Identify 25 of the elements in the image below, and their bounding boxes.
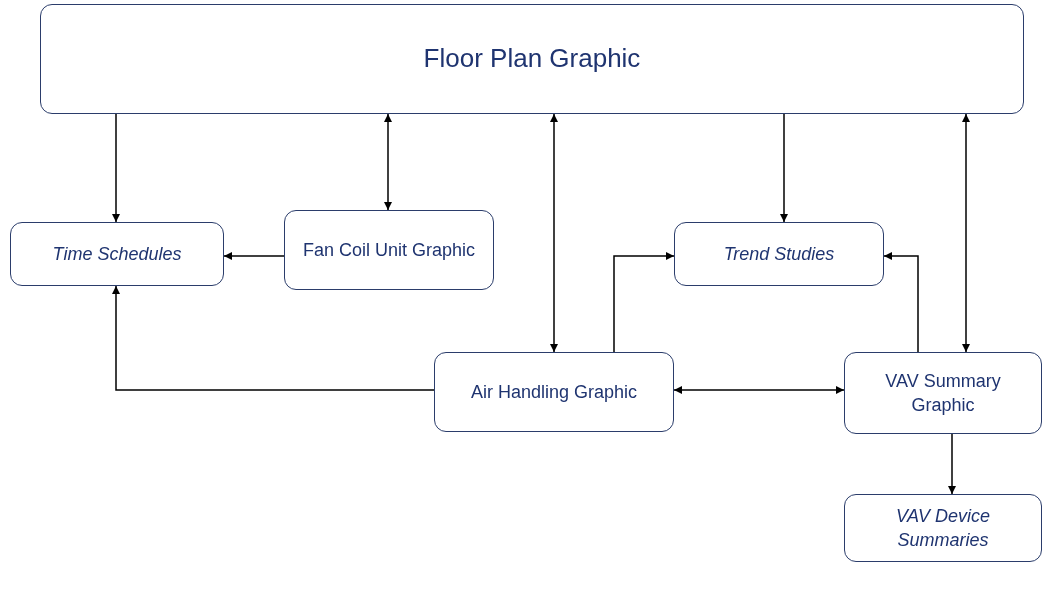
process-box — [284, 210, 494, 290]
process-box — [844, 352, 1042, 434]
arrow — [384, 113, 392, 211]
arrow — [613, 252, 675, 353]
arrow — [883, 252, 919, 353]
header-box — [40, 4, 1024, 114]
node-label: Air Handling Graphic — [470, 380, 638, 404]
arrow — [112, 285, 435, 391]
node-label: VAV Summary Graphic — [884, 369, 1002, 417]
node-label: VAV Device Summaries — [894, 504, 992, 552]
node-label: Floor Plan Graphic — [423, 42, 641, 76]
arrow — [948, 433, 956, 495]
node-label: Trend Studies — [723, 242, 835, 266]
node-label: Fan Coil Unit Graphic — [302, 238, 476, 262]
process-box — [674, 222, 884, 286]
arrow — [962, 113, 970, 353]
arrow — [112, 113, 120, 223]
process-box — [844, 494, 1042, 562]
process-box — [10, 222, 224, 286]
arrow — [780, 113, 788, 223]
node-label: Time Schedules — [52, 242, 182, 266]
arrow — [673, 386, 845, 394]
process-box — [434, 352, 674, 432]
arrow — [550, 113, 558, 353]
arrow — [223, 252, 285, 260]
